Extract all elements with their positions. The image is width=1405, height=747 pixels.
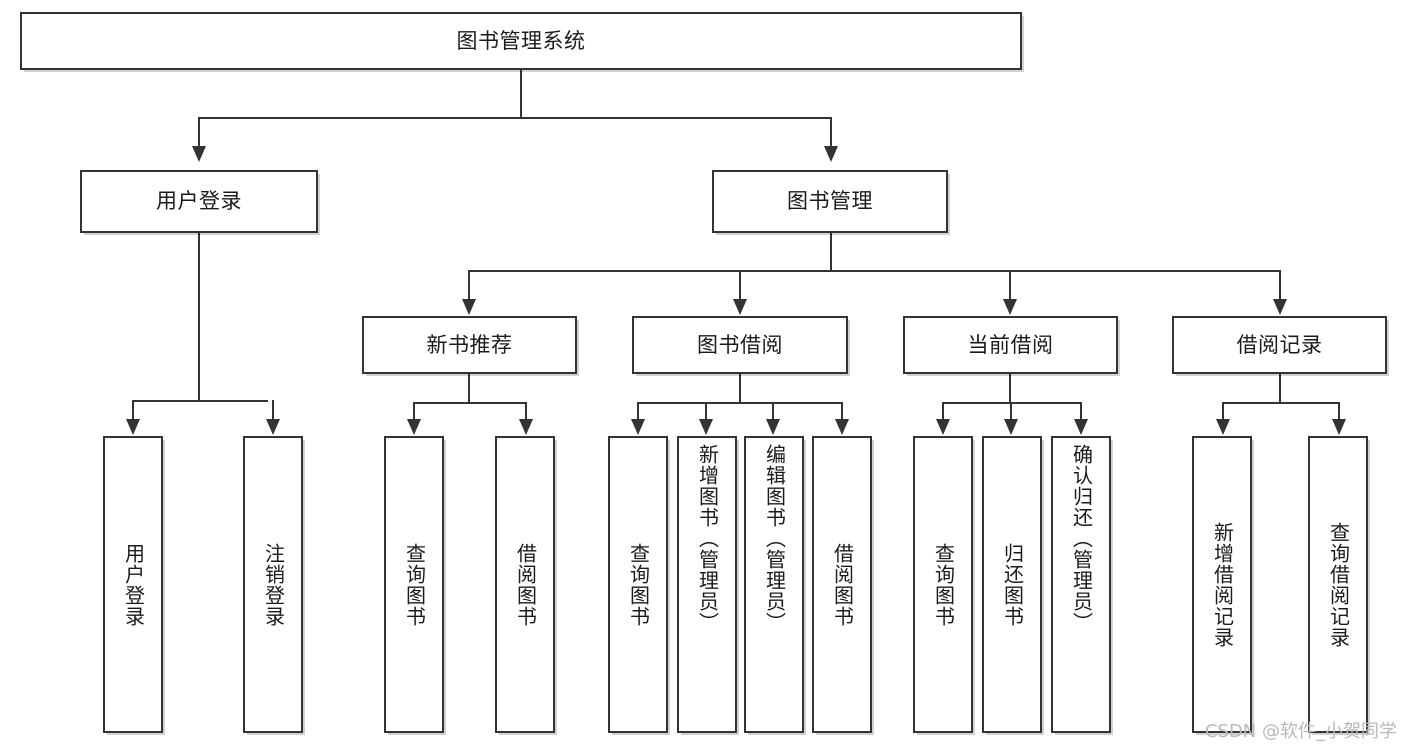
leaf-query-book-2-label: 查询图书 [626, 542, 651, 627]
arrow-bb-leaf-1 [631, 419, 645, 435]
node-root[interactable]: 图书管理系统 [20, 12, 1022, 70]
leaf-confirm-return[interactable]: 确认归还（管理员） [1051, 436, 1111, 733]
leaf-edit-book-label: 编辑图书（管理员） [762, 444, 787, 633]
leaf-query-book-1[interactable]: 查询图书 [384, 436, 444, 733]
arrow-cb-leaf-2 [1004, 419, 1018, 435]
node-book-manage-label: 图书管理 [787, 189, 873, 214]
leaf-user-login[interactable]: 用户登录 [103, 436, 163, 733]
leaf-confirm-return-label: 确认归还（管理员） [1069, 444, 1094, 633]
arrow-bm-to-current-borrow [1003, 299, 1017, 315]
arrow-root-to-book-manage [824, 146, 838, 162]
leaf-logout-label: 注销登录 [261, 542, 286, 627]
connector-book-manage-stem [830, 233, 832, 271]
connector-root-stem [520, 70, 522, 118]
leaf-borrow-book-2-label: 借阅图书 [830, 542, 855, 627]
connector-br-stem [1279, 374, 1281, 403]
arrow-bm-to-borrow-record [1273, 299, 1287, 315]
arrow-nbr-leaf-2 [519, 419, 533, 435]
node-current-borrow[interactable]: 当前借阅 [903, 316, 1118, 374]
arrow-user-login-leaf-2 [266, 419, 280, 435]
connector-br-bus [1222, 402, 1338, 404]
connector-cb-drop-2 [1010, 402, 1012, 420]
node-book-borrow-label: 图书借阅 [697, 332, 783, 357]
connector-cb-drop-1 [942, 402, 944, 420]
connector-user-login-drop-1 [132, 400, 134, 420]
leaf-query-book-3-label: 查询图书 [931, 542, 956, 627]
connector-nbr-drop-2 [525, 402, 527, 420]
connector-user-login-drop-2 [272, 400, 274, 420]
arrow-root-to-user-login [192, 146, 206, 162]
leaf-borrow-book-2[interactable]: 借阅图书 [812, 436, 872, 733]
arrow-nbr-leaf-1 [407, 419, 421, 435]
arrow-bb-leaf-3 [766, 419, 780, 435]
leaf-add-book[interactable]: 新增图书（管理员） [677, 436, 737, 733]
node-current-borrow-label: 当前借阅 [967, 332, 1054, 357]
connector-bm-drop-3 [1009, 270, 1011, 300]
leaf-query-book-3[interactable]: 查询图书 [913, 436, 973, 733]
connector-br-drop-2 [1338, 402, 1340, 420]
leaf-return-book[interactable]: 归还图书 [982, 436, 1042, 733]
arrow-br-leaf-2 [1332, 419, 1346, 435]
csdn-watermark: CSDN @软件_小贺同学 [1204, 721, 1397, 742]
leaf-return-book-label: 归还图书 [1000, 542, 1025, 627]
node-book-manage[interactable]: 图书管理 [712, 170, 948, 233]
connector-nbr-bus [413, 402, 525, 404]
node-user-login[interactable]: 用户登录 [80, 170, 318, 233]
node-book-borrow[interactable]: 图书借阅 [632, 316, 848, 374]
arrow-user-login-leaf-1 [126, 419, 140, 435]
node-new-book-rec[interactable]: 新书推荐 [362, 316, 577, 374]
connector-bb-bus [637, 402, 842, 404]
leaf-logout[interactable]: 注销登录 [243, 436, 303, 733]
leaf-borrow-book-1[interactable]: 借阅图书 [495, 436, 555, 733]
connector-bb-drop-1 [637, 402, 639, 420]
node-root-label: 图书管理系统 [456, 28, 586, 53]
connector-bb-stem [739, 374, 741, 403]
leaf-query-book-1-label: 查询图书 [402, 542, 427, 627]
node-borrow-record-label: 借阅记录 [1236, 332, 1323, 357]
node-borrow-record[interactable]: 借阅记录 [1172, 316, 1387, 374]
connector-br-drop-1 [1222, 402, 1224, 420]
connector-bm-drop-2 [739, 270, 741, 300]
connector-cb-drop-3 [1080, 402, 1082, 420]
connector-nbr-stem [468, 374, 470, 403]
connector-bm-drop-1 [468, 270, 470, 300]
connector-cb-stem [1009, 374, 1011, 403]
leaf-edit-book[interactable]: 编辑图书（管理员） [744, 436, 804, 733]
leaf-query-record-label: 查询借阅记录 [1326, 521, 1351, 648]
arrow-cb-leaf-3 [1074, 419, 1088, 435]
connector-book-manage-bus [468, 270, 1280, 272]
connector-root-to-book-manage [830, 117, 832, 147]
node-new-book-rec-label: 新书推荐 [426, 332, 513, 357]
connector-bb-drop-4 [841, 402, 843, 420]
connector-root-to-user-login [198, 117, 200, 147]
connector-bm-drop-4 [1279, 270, 1281, 300]
connector-root-bus [198, 117, 832, 119]
arrow-bb-leaf-4 [835, 419, 849, 435]
node-user-login-label: 用户登录 [156, 189, 242, 214]
arrow-bm-to-new-book-rec [462, 299, 476, 315]
leaf-add-book-label: 新增图书（管理员） [695, 444, 720, 633]
leaf-query-book-2[interactable]: 查询图书 [608, 436, 668, 733]
leaf-add-record-label: 新增借阅记录 [1210, 521, 1235, 648]
arrow-bm-to-book-borrow [733, 299, 747, 315]
leaf-user-login-label: 用户登录 [121, 542, 146, 627]
connector-bb-drop-3 [772, 402, 774, 420]
leaf-query-record[interactable]: 查询借阅记录 [1308, 436, 1368, 733]
connector-user-login-bus [132, 400, 268, 402]
connector-nbr-drop-1 [413, 402, 415, 420]
leaf-add-record[interactable]: 新增借阅记录 [1192, 436, 1252, 733]
leaf-borrow-book-1-label: 借阅图书 [513, 542, 538, 627]
connector-user-login-stem [198, 233, 200, 401]
arrow-cb-leaf-1 [936, 419, 950, 435]
arrow-bb-leaf-2 [699, 419, 713, 435]
connector-bb-drop-2 [705, 402, 707, 420]
arrow-br-leaf-1 [1216, 419, 1230, 435]
